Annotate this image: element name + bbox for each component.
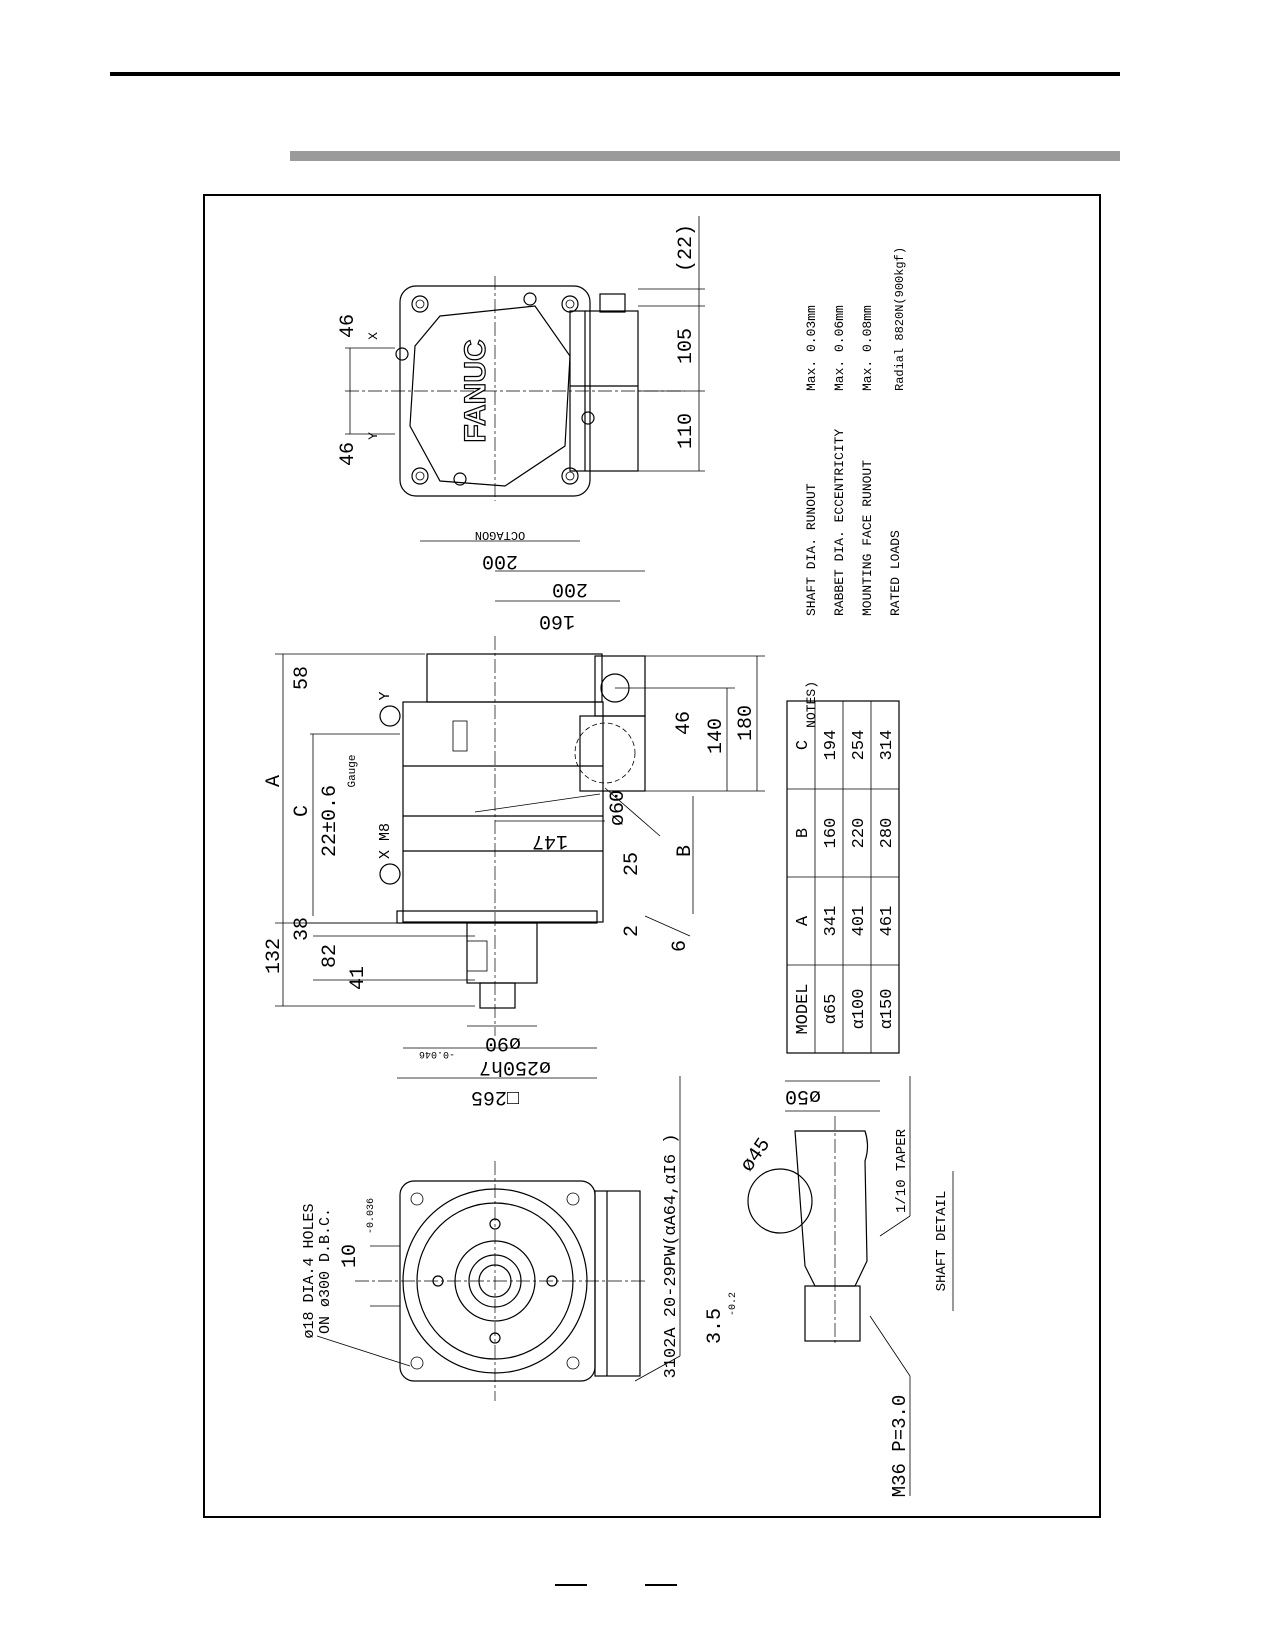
note-value-4: Radial 8820N(900kgf) xyxy=(893,247,907,391)
table-header-model: MODEL xyxy=(794,983,813,1034)
shaft-taper: 1/10 TAPER xyxy=(894,1128,910,1213)
table-cell: 401 xyxy=(850,906,869,937)
shaft-detail: ø50 ø45 1/10 TAPER SHAFT DETAIL M36 P=3.… xyxy=(737,1076,954,1498)
shaft-detail-title: SHAFT DETAIL xyxy=(934,1191,950,1292)
holes-note-2: ON ø300 D.B.C. xyxy=(317,1208,334,1334)
dim-d250-tol: -0.046 xyxy=(419,1048,455,1059)
dim-41: 41 xyxy=(347,966,370,990)
note-value-3: Max. 0.08mm xyxy=(860,305,875,391)
octagon-label: OCTAGON xyxy=(475,528,525,542)
rear-dim-46a: 46 xyxy=(337,314,360,338)
fanuc-logo: FANUC xyxy=(458,339,492,444)
note-label-3: MOUNTING FACE RUNOUT xyxy=(860,460,875,616)
note-value-2: Max. 0.06mm xyxy=(832,305,847,391)
table-cell: α150 xyxy=(878,989,897,1030)
table-cell: α100 xyxy=(850,989,869,1030)
table-cell: 280 xyxy=(878,818,897,849)
dim-82: 82 xyxy=(319,944,342,968)
note-label-1: SHAFT DIA. RUNOUT xyxy=(804,483,819,616)
key-depth-tol: -0.2 xyxy=(728,1292,739,1316)
dim-58: 58 xyxy=(291,666,314,690)
gauge-label: Gauge xyxy=(347,754,359,787)
dim-gap: 22±0.6 xyxy=(319,785,342,857)
note-value-1: Max. 0.03mm xyxy=(804,305,819,391)
table-cell: 314 xyxy=(878,730,897,761)
dim-46: 46 xyxy=(673,711,696,735)
table-cell: α65 xyxy=(822,994,841,1025)
dim-200: 200 xyxy=(552,577,588,600)
dim-xm8: X M8 xyxy=(377,823,394,859)
dim-C: C xyxy=(291,805,314,817)
dim-A: A xyxy=(263,775,286,787)
connector-label: 3102A 20-29PW(αA64,αI6 ) xyxy=(662,1134,681,1379)
dim-25: 25 xyxy=(621,852,644,876)
dim-6: 6 xyxy=(669,940,692,952)
table-cell: 220 xyxy=(850,818,869,849)
table-cell: 461 xyxy=(878,906,897,937)
rear-dim-105: 105 xyxy=(675,328,698,364)
note-label-2: RABBET DIA. ECCENTRICITY xyxy=(832,429,847,616)
table-cell: 341 xyxy=(822,906,841,937)
rear-y-label: Y xyxy=(366,432,381,440)
shaft-thread: M36 P=3.0 xyxy=(889,1395,911,1498)
section-bar xyxy=(290,151,1120,161)
page-number-dash-right xyxy=(645,1584,677,1586)
table-header-a: A xyxy=(794,915,813,926)
table-header-b: B xyxy=(794,828,813,838)
dim-147: 147 xyxy=(532,829,568,852)
dim-d60: ø60 xyxy=(607,790,630,826)
page-number-dash-left xyxy=(555,1584,587,1586)
table-cell: 194 xyxy=(822,730,841,761)
dim-2: 2 xyxy=(621,925,644,937)
dim-160: 160 xyxy=(539,609,575,632)
dim-B: B xyxy=(674,845,697,857)
spec-table: MODEL α65 α100 α150 A 341 401 461 B 160 220 280 C 194… xyxy=(786,700,900,1054)
header-rule xyxy=(110,72,1120,76)
side-y-label: Y xyxy=(377,691,394,700)
dim-132: 132 xyxy=(263,938,286,974)
table-cell: 254 xyxy=(850,730,869,761)
dim-180: 180 xyxy=(735,705,758,741)
motor-outline-drawing: FANUC 46 46 X Y (22) 105 110 NOTES) SHAF… xyxy=(263,216,954,1498)
dim-d250: ø250h7 xyxy=(479,1055,551,1078)
fanuc-logo-text: FANUC xyxy=(459,339,492,442)
rear-x-label: X xyxy=(366,332,381,340)
notes-header: NOTES) xyxy=(804,681,819,728)
front-view: ø18 DIA.4 HOLES ON ø300 D.B.C. 10 -0.036… xyxy=(301,1076,739,1401)
key-tol: -0.036 xyxy=(366,1198,377,1234)
note-label-4: RATED LOADS xyxy=(888,530,903,616)
notes: NOTES) SHAFT DIA. RUNOUT RABBET DIA. ECC… xyxy=(804,247,907,728)
key-depth: 3.5 xyxy=(704,1308,727,1344)
dim-140: 140 xyxy=(705,718,728,754)
drawing-frame: FANUC 46 46 X Y (22) 105 110 NOTES) SHAF… xyxy=(203,194,1101,1518)
table-header-c: C xyxy=(794,740,813,750)
dim-38: 38 xyxy=(291,917,314,941)
rear-view: FANUC 46 46 X Y (22) 105 110 xyxy=(337,216,705,501)
rear-dim-46b: 46 xyxy=(337,442,360,466)
dim-d265: □265 xyxy=(471,1085,519,1108)
rear-dim-110: 110 xyxy=(675,413,698,449)
shaft-d50: ø50 xyxy=(785,1084,821,1107)
key-width: 10 xyxy=(339,1244,362,1268)
dim-200-octagon: 200 xyxy=(482,549,518,572)
rear-dim-22: (22) xyxy=(675,224,698,272)
table-cell: 160 xyxy=(822,818,841,849)
side-view: A C 22±0.6 Gauge 58 132 38 82 41 X M8 Y … xyxy=(263,528,765,1108)
dim-d90: ø90 xyxy=(485,1031,521,1054)
holes-note-1: ø18 DIA.4 HOLES xyxy=(301,1203,318,1338)
